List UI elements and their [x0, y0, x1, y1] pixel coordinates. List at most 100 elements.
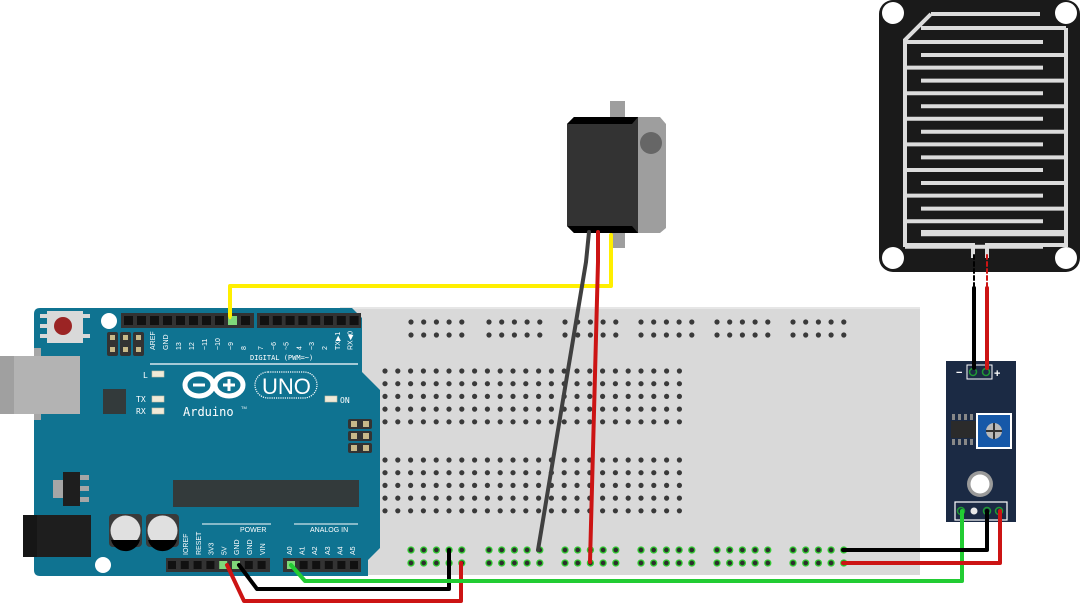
header-socket[interactable]	[193, 561, 202, 569]
breadboard-hole[interactable]	[638, 381, 644, 387]
breadboard-hole[interactable]	[433, 332, 439, 338]
breadboard-hole[interactable]	[651, 381, 657, 387]
header-socket[interactable]	[124, 316, 133, 325]
breadboard-rail-hole[interactable]	[662, 546, 671, 554]
power-pin-connected[interactable]	[219, 561, 228, 569]
breadboard-rail-hole[interactable]	[827, 546, 835, 554]
breadboard-rail-hole[interactable]	[802, 559, 810, 567]
breadboard-hole[interactable]	[664, 482, 670, 488]
breadboard-hole[interactable]	[548, 406, 555, 412]
header-socket[interactable]	[337, 561, 346, 569]
breadboard-hole[interactable]	[664, 470, 670, 476]
header-socket[interactable]	[137, 316, 146, 325]
breadboard-hole[interactable]	[548, 393, 555, 399]
header-socket[interactable]	[260, 316, 269, 325]
breadboard-hole[interactable]	[625, 368, 631, 374]
breadboard-hole[interactable]	[625, 470, 631, 476]
breadboard-hole[interactable]	[382, 482, 388, 488]
breadboard-hole[interactable]	[497, 368, 503, 374]
header-socket[interactable]	[150, 316, 159, 325]
breadboard-hole[interactable]	[676, 470, 683, 476]
breadboard-hole[interactable]	[676, 406, 683, 412]
breadboard-rail-hole[interactable]	[432, 546, 441, 554]
breadboard-rail-hole[interactable]	[523, 546, 531, 554]
breadboard-rail-hole[interactable]	[764, 546, 772, 554]
breadboard-hole[interactable]	[536, 406, 542, 412]
breadboard-hole[interactable]	[420, 393, 426, 399]
breadboard-hole[interactable]	[651, 393, 657, 399]
breadboard-hole[interactable]	[408, 482, 414, 488]
breadboard-hole[interactable]	[841, 332, 847, 338]
breadboard-hole[interactable]	[408, 470, 414, 476]
breadboard-hole[interactable]	[574, 419, 580, 425]
wire-signal-pin9-to-servo[interactable]	[228, 233, 613, 318]
breadboard-hole[interactable]	[497, 393, 503, 399]
breadboard-hole[interactable]	[408, 419, 414, 425]
breadboard-hole[interactable]	[497, 381, 503, 387]
breadboard-rail-hole[interactable]	[764, 559, 772, 567]
breadboard-rail-hole[interactable]	[561, 559, 569, 567]
breadboard-hole[interactable]	[433, 406, 439, 412]
breadboard-hole[interactable]	[484, 406, 490, 412]
breadboard-hole[interactable]	[561, 482, 567, 488]
breadboard-hole[interactable]	[459, 482, 465, 488]
breadboard-hole[interactable]	[815, 319, 822, 325]
breadboard-hole[interactable]	[459, 419, 465, 425]
breadboard-hole[interactable]	[612, 406, 619, 412]
breadboard-hole[interactable]	[510, 470, 516, 476]
breadboard-hole[interactable]	[382, 495, 388, 501]
breadboard-hole[interactable]	[828, 319, 834, 325]
breadboard-hole[interactable]	[497, 482, 503, 488]
breadboard-hole[interactable]	[727, 332, 733, 338]
breadboard-rail-hole[interactable]	[407, 559, 415, 567]
breadboard-hole[interactable]	[739, 332, 746, 338]
breadboard-hole[interactable]	[537, 319, 543, 325]
breadboard-rail-hole[interactable]	[510, 559, 519, 567]
breadboard-hole[interactable]	[612, 419, 619, 425]
breadboard-hole[interactable]	[510, 495, 516, 501]
breadboard-hole[interactable]	[395, 419, 401, 425]
breadboard-hole[interactable]	[664, 495, 670, 501]
breadboard-hole[interactable]	[561, 470, 567, 476]
breadboard-hole[interactable]	[676, 393, 683, 399]
header-socket[interactable]	[349, 316, 359, 325]
breadboard-hole[interactable]	[484, 470, 490, 476]
breadboard-rail-hole[interactable]	[789, 559, 797, 567]
breadboard-hole[interactable]	[676, 457, 683, 463]
breadboard-rail-hole[interactable]	[802, 546, 810, 554]
breadboard-hole[interactable]	[612, 457, 619, 463]
breadboard-hole[interactable]	[536, 508, 542, 514]
breadboard-hole[interactable]	[548, 381, 555, 387]
breadboard-rail-hole[interactable]	[498, 559, 506, 567]
breadboard-hole[interactable]	[574, 381, 580, 387]
breadboard-rail-hole[interactable]	[738, 559, 747, 567]
breadboard-hole[interactable]	[638, 457, 644, 463]
breadboard-hole[interactable]	[612, 470, 619, 476]
breadboard-hole[interactable]	[510, 381, 516, 387]
header-socket[interactable]	[285, 316, 295, 325]
breadboard-hole[interactable]	[408, 508, 414, 514]
breadboard-hole[interactable]	[561, 419, 567, 425]
breadboard-rail-hole[interactable]	[612, 559, 620, 567]
breadboard-hole[interactable]	[446, 457, 452, 463]
breadboard-hole[interactable]	[828, 332, 834, 338]
breadboard-hole[interactable]	[676, 319, 682, 325]
breadboard-hole[interactable]	[446, 406, 452, 412]
breadboard-hole[interactable]	[612, 381, 619, 387]
breadboard-hole[interactable]	[433, 368, 439, 374]
breadboard-hole[interactable]	[459, 470, 465, 476]
breadboard-hole[interactable]	[625, 393, 631, 399]
breadboard-hole[interactable]	[638, 470, 644, 476]
breadboard-hole[interactable]	[587, 332, 594, 338]
breadboard-hole[interactable]	[523, 368, 529, 374]
breadboard-hole[interactable]	[433, 381, 439, 387]
breadboard-hole[interactable]	[523, 508, 529, 514]
breadboard-hole[interactable]	[651, 319, 657, 325]
breadboard-hole[interactable]	[612, 482, 619, 488]
breadboard-hole[interactable]	[600, 332, 606, 338]
breadboard-hole[interactable]	[613, 332, 619, 338]
breadboard-hole[interactable]	[651, 406, 657, 412]
breadboard-hole[interactable]	[638, 332, 644, 338]
breadboard-hole[interactable]	[395, 393, 401, 399]
breadboard-rail-hole[interactable]	[675, 559, 683, 567]
